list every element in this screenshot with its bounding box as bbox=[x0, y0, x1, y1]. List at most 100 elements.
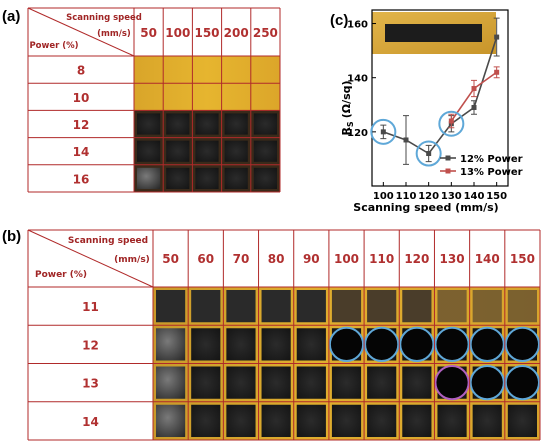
panel-c-letter: (c) bbox=[330, 12, 349, 29]
header-speed-a: Scanning speed bbox=[66, 13, 142, 23]
data-point bbox=[426, 151, 432, 157]
highlight-circle-b bbox=[434, 365, 470, 401]
header-units-a: (mm/s) bbox=[97, 29, 131, 39]
legend-label: 13% Power bbox=[460, 167, 523, 178]
power-label-a: 8 bbox=[77, 64, 85, 78]
power-label-b: 12 bbox=[82, 338, 99, 352]
sample-square-b bbox=[296, 328, 326, 361]
highlight-circle-b bbox=[434, 326, 470, 362]
header-speed-b: Scanning speed bbox=[68, 236, 148, 246]
sample-square-b bbox=[261, 290, 291, 323]
sample-square-a bbox=[224, 113, 248, 135]
power-label-a: 10 bbox=[73, 91, 90, 105]
legend-label: 12% Power bbox=[460, 154, 523, 165]
sample-square-b bbox=[402, 290, 432, 323]
speed-label-a: 150 bbox=[194, 26, 219, 40]
sample-square-b bbox=[367, 290, 397, 323]
speed-label-a: 200 bbox=[224, 26, 249, 40]
sample-square-b bbox=[296, 404, 326, 437]
speed-label-b: 70 bbox=[233, 252, 250, 266]
power-label-b: 11 bbox=[82, 300, 99, 314]
sample-square-b bbox=[191, 328, 221, 361]
legend-marker bbox=[445, 168, 451, 174]
sample-square-b bbox=[226, 290, 256, 323]
data-point bbox=[403, 137, 409, 143]
speed-label-b: 140 bbox=[475, 252, 500, 266]
power-label-b: 14 bbox=[82, 415, 99, 429]
highlight-circle-b bbox=[504, 365, 541, 401]
panel-b-letter: (b) bbox=[2, 228, 22, 245]
header-power-b: Power (%) bbox=[35, 270, 87, 280]
sample-square-b bbox=[191, 404, 221, 437]
highlight-circle-b bbox=[328, 326, 365, 362]
legend-marker bbox=[445, 155, 451, 161]
sample-square-a bbox=[166, 167, 190, 189]
speed-label-a: 100 bbox=[165, 26, 190, 40]
sample-square-b bbox=[402, 404, 432, 437]
data-point bbox=[471, 86, 477, 92]
speed-label-b: 130 bbox=[440, 252, 465, 266]
sample-square-a bbox=[224, 167, 248, 189]
header-power-a: Power (%) bbox=[29, 41, 78, 51]
sample-square-b bbox=[261, 366, 291, 399]
x-tick-label: 150 bbox=[486, 191, 507, 202]
speed-label-b: 80 bbox=[268, 252, 285, 266]
data-point bbox=[494, 69, 500, 75]
sample-square-b bbox=[507, 404, 537, 437]
speed-label-a: 50 bbox=[140, 26, 157, 40]
sample-square-a bbox=[137, 140, 161, 162]
highlight-circle-c bbox=[415, 140, 442, 167]
grid-line-b bbox=[27, 229, 154, 288]
highlight-circle-c bbox=[370, 118, 397, 145]
speed-label-b: 120 bbox=[404, 252, 429, 266]
sample-square-a bbox=[195, 140, 219, 162]
sample-square-b bbox=[437, 404, 467, 437]
sample-square-a bbox=[166, 140, 190, 162]
grid-line-a bbox=[27, 7, 135, 57]
data-point bbox=[494, 34, 500, 40]
sample-square-a bbox=[166, 113, 190, 135]
sample-square-b bbox=[261, 404, 291, 437]
y-axis-label-unit: (Ω/sq) bbox=[340, 80, 353, 118]
sample-square-a bbox=[253, 113, 277, 135]
sample-square-b bbox=[156, 366, 186, 399]
sample-square-b bbox=[296, 290, 326, 323]
sample-square-b bbox=[331, 404, 362, 437]
sample-square-b bbox=[367, 404, 397, 437]
highlight-circle-c bbox=[438, 110, 465, 137]
sample-square-b bbox=[191, 366, 221, 399]
sample-square-b bbox=[156, 290, 186, 323]
sample-square-a bbox=[195, 113, 219, 135]
power-label-b: 13 bbox=[82, 377, 99, 391]
sample-square-b bbox=[156, 328, 186, 361]
sample-square-b bbox=[226, 366, 256, 399]
highlight-circle-b bbox=[469, 326, 505, 362]
x-tick-label: 130 bbox=[441, 191, 462, 202]
sample-square-b bbox=[367, 366, 397, 399]
x-tick-label: 100 bbox=[373, 191, 394, 202]
x-tick-label: 140 bbox=[464, 191, 485, 202]
x-axis-label: Scanning speed (mm/s) bbox=[353, 201, 498, 214]
sample-square-b bbox=[261, 328, 291, 361]
sample-square-b bbox=[507, 290, 537, 323]
speed-label-a: 250 bbox=[253, 26, 278, 40]
sample-square-b bbox=[402, 366, 432, 399]
svg-text:RS(Ω/sq): RS(Ω/sq) bbox=[340, 80, 355, 135]
power-label-a: 14 bbox=[73, 145, 90, 159]
highlight-circle-b bbox=[469, 365, 505, 401]
data-point bbox=[471, 104, 477, 110]
x-tick-label: 120 bbox=[418, 191, 439, 202]
highlight-circle-b bbox=[504, 326, 541, 362]
y-tick-label: 160 bbox=[347, 20, 368, 31]
x-tick-label: 110 bbox=[396, 191, 417, 202]
sample-square-b bbox=[191, 290, 221, 323]
y-axis-label-main: R bbox=[340, 127, 353, 136]
sample-square-a bbox=[195, 167, 219, 189]
sample-square-a bbox=[137, 113, 161, 135]
sample-square-b bbox=[226, 328, 256, 361]
speed-label-b: 150 bbox=[510, 252, 535, 266]
series-line bbox=[383, 36, 498, 155]
y-tick-label: 120 bbox=[347, 128, 368, 139]
